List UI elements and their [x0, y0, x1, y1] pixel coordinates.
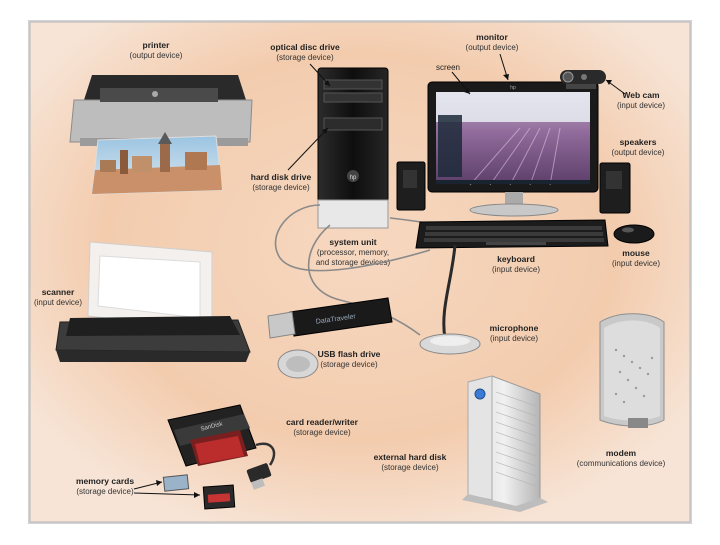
externaldisk-role: (storage device)	[381, 463, 439, 472]
usb-device: DataTraveler	[267, 297, 393, 379]
modem-role: (communications device)	[577, 459, 666, 468]
optical-name: optical disc drive	[270, 42, 340, 52]
usb-name: USB flash drive	[318, 349, 381, 359]
printer-label: printer (output device)	[130, 40, 183, 60]
systemunit-role: (processor, memory,	[317, 248, 389, 257]
microphone-name: microphone	[490, 323, 539, 333]
externaldisk-device	[462, 375, 548, 512]
harddisk-name: hard disk drive	[251, 172, 312, 182]
memorycards-device	[162, 474, 236, 510]
cardreader-label: card reader/writer (storage device)	[286, 417, 359, 437]
screen-arrowhead	[464, 88, 470, 94]
cardreader-device: SanDisk	[167, 404, 276, 490]
speakers-label: speakers (output device)	[612, 137, 665, 157]
memorycards-arrowhead-1	[156, 480, 162, 486]
systemunit-role2: and storage devices)	[316, 258, 391, 267]
keyboard-role: (input device)	[492, 265, 540, 274]
optical-role: (storage device)	[276, 53, 334, 62]
microphone-device	[419, 244, 481, 355]
optical-label: optical disc drive (storage device)	[270, 42, 340, 62]
modem-device	[599, 313, 665, 428]
cardreader-brand: SanDisk	[200, 421, 224, 432]
system-unit-device: hp	[317, 67, 389, 229]
speakers-device	[396, 161, 631, 214]
mouse-device	[613, 224, 655, 244]
webcam-role: (input device)	[617, 101, 665, 110]
scanner-label: scanner (input device)	[34, 287, 82, 307]
memorycards-role: (storage device)	[76, 487, 134, 496]
monitor-label: monitor (output device)	[466, 32, 519, 52]
monitor-logo: hp	[510, 85, 516, 91]
microphone-label: microphone (input device)	[490, 323, 539, 343]
system-unit-logo: hp	[350, 175, 357, 181]
screen-label: screen	[436, 63, 460, 72]
usb-role: (storage device)	[320, 360, 378, 369]
webcam-label: Web cam (input device)	[617, 90, 665, 110]
harddisk-pointer	[287, 127, 329, 171]
usb-label: USB flash drive (storage device)	[318, 349, 381, 369]
cardreader-role: (storage device)	[293, 428, 351, 437]
externaldisk-name: external hard disk	[374, 452, 447, 462]
cardreader-name: card reader/writer	[286, 417, 359, 427]
externaldisk-label: external hard disk (storage device)	[374, 452, 447, 472]
harddisk-label: hard disk drive (storage device)	[251, 172, 312, 192]
microphone-role: (input device)	[490, 334, 538, 343]
mouse-label: mouse (input device)	[612, 248, 660, 268]
memorycards-label: memory cards (storage device)	[76, 476, 134, 496]
webcam-name: Web cam	[622, 90, 660, 100]
monitor-arrowhead	[503, 74, 509, 80]
monitor-role: (output device)	[466, 43, 519, 52]
systemunit-label: system unit (processor, memory, and stor…	[316, 237, 391, 267]
keyboard-name: keyboard	[497, 254, 535, 264]
printer-device	[69, 75, 253, 195]
monitor-device: hp	[427, 81, 599, 217]
modem-label: modem (communications device)	[577, 448, 666, 468]
webcam-device	[560, 70, 606, 89]
modem-name: modem	[606, 448, 637, 458]
webcam-arrowhead	[606, 80, 612, 85]
keyboard-label: keyboard (input device)	[492, 254, 540, 274]
monitor-name: monitor	[476, 32, 508, 42]
mouse-role: (input device)	[612, 259, 660, 268]
scanner-device	[55, 241, 251, 362]
speakers-role: (output device)	[612, 148, 665, 157]
memorycards-arrowhead-2	[194, 492, 200, 498]
harddisk-arrowhead	[322, 128, 328, 134]
memorycards-name: memory cards	[76, 476, 134, 486]
speakers-name: speakers	[620, 137, 657, 147]
systemunit-name: system unit	[329, 237, 376, 247]
memorycards-pointer-2	[133, 492, 201, 496]
optical-arrowhead	[324, 80, 330, 86]
scanner-role: (input device)	[34, 298, 82, 307]
harddisk-role: (storage device)	[252, 183, 310, 192]
printer-name: printer	[143, 40, 171, 50]
scanner-name: scanner	[42, 287, 75, 297]
printer-role: (output device)	[130, 51, 183, 60]
keyboard-device	[415, 219, 609, 249]
mouse-name: mouse	[622, 248, 650, 258]
